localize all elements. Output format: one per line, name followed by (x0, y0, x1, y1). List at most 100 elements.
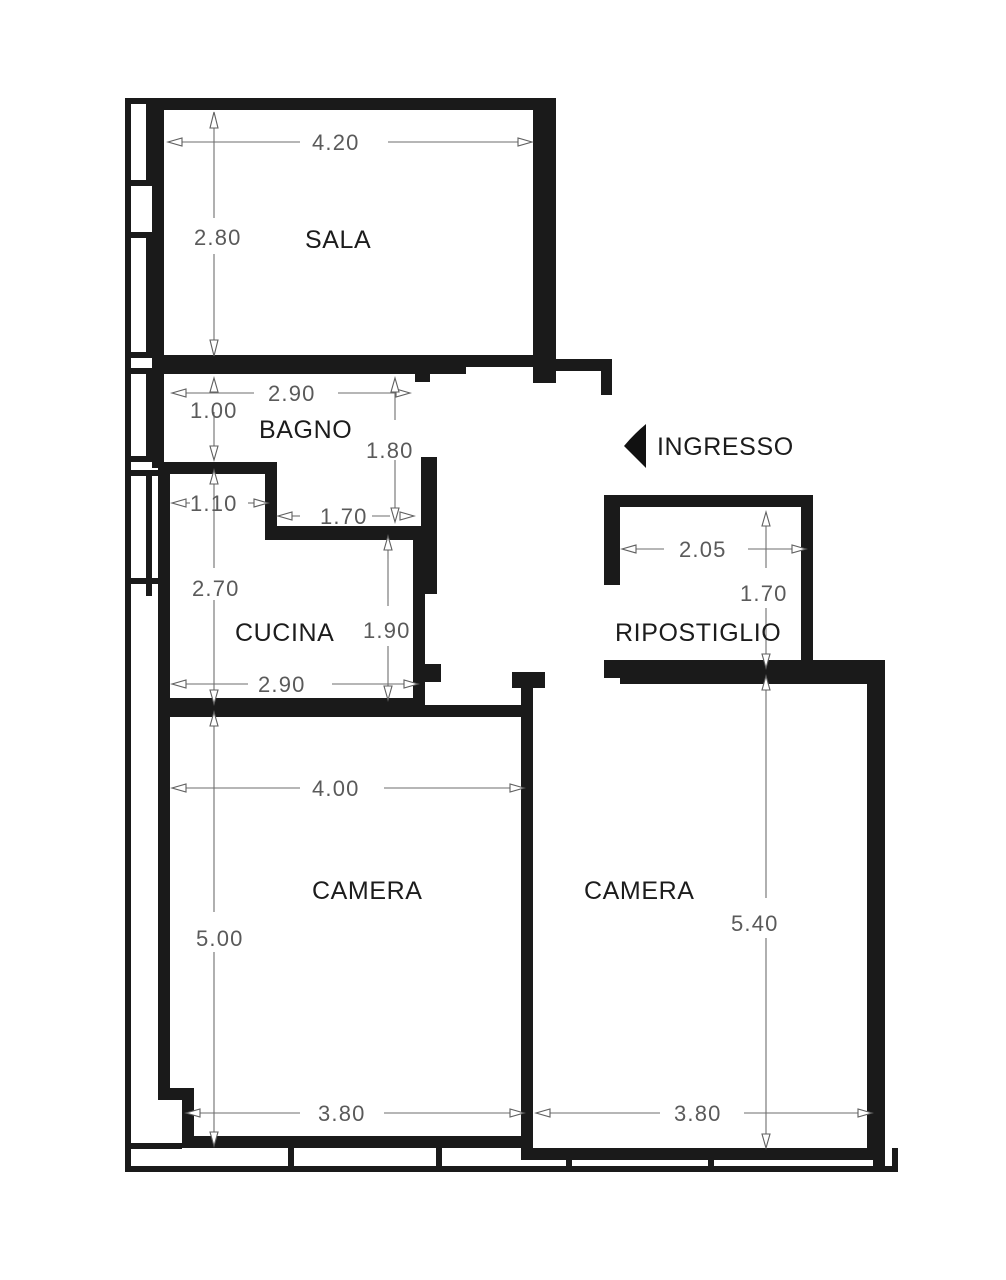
cucina-left-wall (158, 462, 170, 710)
left-balcony-base-1 (125, 180, 158, 186)
dim-arrow-cucina-right-bottom (383, 685, 393, 703)
dim-arrow-camL-height-bottom (209, 1131, 219, 1149)
dim-text-bagno-right-height: 1.80 (366, 438, 414, 463)
left-balcony-rail-4 (146, 470, 152, 596)
bagno-left-wall (152, 362, 164, 468)
dim-text-sala-height: 2.80 (194, 225, 242, 250)
dim-text-ripo-width: 2.05 (679, 537, 727, 562)
camera-divider-wall (512, 672, 545, 1160)
dim-arrow-ripo-height-top (761, 509, 771, 527)
ripostiglio-bottom-left-stub (604, 660, 620, 678)
balcony-divider-4 (708, 1148, 714, 1166)
room-label-camera-right: CAMERA (584, 877, 695, 905)
dim-arrow-bagno-width-left (169, 388, 187, 398)
cucina-right-tab (425, 664, 441, 682)
room-label-sala: SALA (305, 226, 371, 254)
room-region-sala[interactable] (164, 110, 533, 355)
left-balcony-rail-2 (146, 232, 152, 358)
outer-envelope-left (125, 578, 131, 1172)
room-region-cucina[interactable] (170, 474, 413, 698)
room-label-bagno: BAGNO (259, 416, 352, 444)
balcony-divider-2 (436, 1148, 442, 1166)
dim-text-camL-height: 5.00 (196, 926, 244, 951)
bottom-balcony-outer (125, 1166, 898, 1172)
dim-arrow-cucina-height-bottom (209, 689, 219, 707)
room-label-ripostiglio: RIPOSTIGLIO (615, 619, 781, 647)
bagno-right-wall (421, 457, 437, 594)
dim-text-cucina-right-height: 1.90 (363, 618, 411, 643)
dim-text-camL-bot-width: 3.80 (318, 1101, 366, 1126)
dim-text-bagno-width: 2.90 (268, 381, 316, 406)
dim-arrow-bagno-height-top (209, 375, 219, 393)
left-balcony-base-4 (125, 578, 162, 584)
room-region-camera-left[interactable] (170, 717, 521, 1136)
room-region-ripostiglio[interactable] (620, 507, 801, 660)
camera-right-bottom-wall (530, 1148, 885, 1160)
dim-arrow-sala-width-left (165, 137, 183, 147)
balcony-divider-1 (288, 1148, 294, 1166)
left-balcony-notch-3 (125, 368, 158, 374)
camera-left-left-wall (158, 705, 194, 1148)
ripostiglio-bottom-wall (604, 660, 885, 672)
camera-right-inner-edge (867, 684, 873, 1160)
dim-arrow-niche-inner-right (399, 511, 417, 521)
dim-text-camL-top-width: 4.00 (312, 776, 360, 801)
dim-arrow-cucina-right-top (383, 533, 393, 551)
dim-text-ripo-height: 1.70 (740, 581, 788, 606)
camera-right-outer-wall (873, 672, 885, 1172)
dim-arrow-camL-top-left (169, 783, 187, 793)
balcony-divider-3 (566, 1148, 572, 1166)
dim-text-niche-width: 1.10 (190, 491, 238, 516)
dim-arrow-camR-bot-right (857, 1108, 875, 1118)
dim-arrow-camL-bot-left (183, 1108, 201, 1118)
dim-arrow-bagno-right-top (390, 375, 400, 393)
dim-arrow-bagno-height-bottom (209, 445, 219, 463)
dim-text-cucina-height: 2.70 (192, 576, 240, 601)
dim-arrow-ripo-height-bottom (761, 653, 771, 671)
room-hit-layer (164, 110, 867, 1148)
dim-arrow-bagno-right-bottom (390, 507, 400, 525)
sala-top-wall (152, 98, 556, 110)
dim-arrow-camL-height-top (209, 709, 219, 727)
dim-arrow-cucina-width-left (169, 679, 187, 689)
dim-arrow-camR-bot-left (533, 1108, 551, 1118)
dim-text-bagno-height: 1.00 (190, 398, 238, 423)
entrance-wall-step (533, 359, 612, 395)
wall-layer (125, 98, 898, 1172)
dim-arrow-sala-height-top (209, 111, 219, 129)
bottom-balcony-right-return (892, 1148, 898, 1172)
left-balcony-rail-3 (146, 368, 152, 462)
entry-label: INGRESSO (657, 433, 794, 461)
left-balcony-rail-1 (146, 98, 152, 186)
dim-arrow-camR-height-bottom (761, 1133, 771, 1151)
bottom-balcony-inner (125, 1143, 182, 1166)
dim-arrow-camR-height-top (761, 673, 771, 691)
label-layer: SALA BAGNO CUCINA RIPOSTIGLIO CAMERA CAM… (190, 130, 794, 1126)
left-balcony-notch-4 (125, 470, 158, 476)
dim-arrow-bagno-width-right (395, 388, 413, 398)
ingresso-arrow-icon (624, 424, 646, 468)
bagno-top-wall (152, 362, 466, 382)
camera-left-top-wall (158, 705, 521, 717)
ripostiglio-left-wall (604, 495, 620, 585)
dim-arrow-niche-left (169, 498, 187, 508)
dim-arrow-niche-inner-left (275, 511, 293, 521)
dim-text-niche-inner-width: 1.70 (320, 504, 368, 529)
dim-arrow-ripo-width-right (791, 544, 809, 554)
dim-arrow-niche-right (253, 498, 271, 508)
ripostiglio-top-wall (604, 495, 813, 507)
room-label-cucina: CUCINA (235, 619, 334, 647)
camera-left-bottom-wall (182, 1136, 521, 1148)
dimension-layer (165, 111, 875, 1151)
dim-arrow-cucina-width-right (403, 679, 421, 689)
dim-text-camR-height: 5.40 (731, 911, 779, 936)
room-region-camera-right[interactable] (533, 684, 867, 1148)
room-region-bagno[interactable] (164, 374, 414, 462)
dim-arrow-sala-width-right (517, 137, 535, 147)
dim-arrow-camL-bot-right (509, 1108, 527, 1118)
niche-wall (158, 462, 415, 540)
dim-text-sala-width: 4.20 (312, 130, 360, 155)
camera-right-top-wall (608, 672, 885, 684)
